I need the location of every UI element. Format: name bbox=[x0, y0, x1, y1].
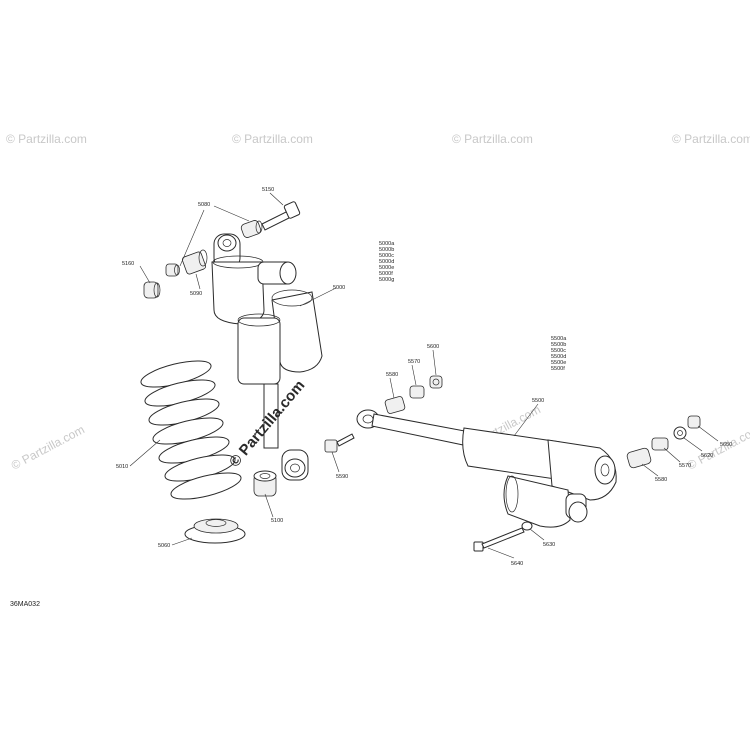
callout-5650: 5650 bbox=[720, 442, 732, 448]
callout-5000a: 5000a bbox=[379, 241, 395, 247]
watermark-tile: © Partzilla.com bbox=[452, 132, 533, 146]
watermark-tile: © Partzilla.com bbox=[6, 132, 87, 146]
callout-5500f: 5500f bbox=[551, 366, 565, 372]
callout-5080: 5080 bbox=[198, 202, 210, 208]
callout-5580-right: 5580 bbox=[655, 477, 667, 483]
nut-5160 bbox=[143, 281, 161, 299]
callout-5500e: 5500e bbox=[551, 360, 566, 366]
leader-lines bbox=[129, 192, 719, 559]
bushing-5580-right bbox=[626, 447, 652, 469]
watermark-tile: © Partzilla.com bbox=[9, 422, 87, 472]
callout-5500d: 5500d bbox=[551, 354, 566, 360]
callout-5000: 5000 bbox=[333, 285, 345, 291]
upper-shock-assembly bbox=[211, 233, 323, 481]
callout-5090: 5090 bbox=[190, 291, 202, 297]
lower-shock-assembly bbox=[356, 409, 617, 528]
callout-5000d: 5000d bbox=[379, 259, 394, 265]
nut-5650 bbox=[687, 415, 701, 429]
diagram-code: 36MA032 bbox=[10, 601, 40, 608]
coil-spring-5010 bbox=[140, 360, 242, 500]
callout-5150: 5150 bbox=[262, 187, 274, 193]
callout-5000c: 5000c bbox=[379, 253, 394, 259]
bushing-5090 bbox=[181, 249, 208, 275]
callout-labels: 5150 5080 5160 5090 5000 5000a 5000b 500… bbox=[116, 187, 732, 567]
nut-5600 bbox=[429, 375, 443, 389]
watermark-tile: © Partzilla.com bbox=[232, 132, 313, 146]
bolt-5640 bbox=[473, 527, 525, 552]
callout-5600: 5600 bbox=[427, 344, 439, 350]
bushing-5580-left bbox=[384, 396, 406, 414]
washer-5630 bbox=[521, 521, 533, 531]
callout-5500: 5500 bbox=[532, 398, 544, 404]
callout-5500b: 5500b bbox=[551, 342, 566, 348]
callout-5620: 5620 bbox=[701, 453, 713, 459]
callout-5570-right: 5570 bbox=[679, 463, 691, 469]
nut-5590 bbox=[324, 433, 355, 453]
spacer-5570-left bbox=[409, 385, 425, 399]
callout-5000f: 5000f bbox=[379, 271, 393, 277]
spacer-small-left bbox=[165, 263, 180, 277]
callout-5590: 5590 bbox=[336, 474, 348, 480]
callout-5000g: 5000g bbox=[379, 277, 394, 283]
bushing-5100 bbox=[253, 470, 277, 497]
bolt-5150 bbox=[261, 201, 301, 231]
spacer-5570-right bbox=[651, 437, 669, 451]
callout-5570-left: 5570 bbox=[408, 359, 420, 365]
callout-5640: 5640 bbox=[511, 561, 523, 567]
callout-5010: 5010 bbox=[116, 464, 128, 470]
callout-5500c: 5500c bbox=[551, 348, 566, 354]
washer-5620 bbox=[673, 426, 687, 440]
spring-seat-5060 bbox=[184, 518, 246, 544]
spacer-5080 bbox=[240, 220, 263, 238]
callout-5060: 5060 bbox=[158, 543, 170, 549]
callout-5000b: 5000b bbox=[379, 247, 394, 253]
callout-5500a: 5500a bbox=[551, 336, 567, 342]
callout-5100: 5100 bbox=[271, 518, 283, 524]
watermark-tile: © Partzilla.com bbox=[672, 132, 750, 146]
callout-5160: 5160 bbox=[122, 261, 134, 267]
callout-5000e: 5000e bbox=[379, 265, 394, 271]
callout-5630: 5630 bbox=[543, 542, 555, 548]
watermark-tile: © Partzilla.com bbox=[685, 422, 750, 472]
callout-5580-left: 5580 bbox=[386, 372, 398, 378]
